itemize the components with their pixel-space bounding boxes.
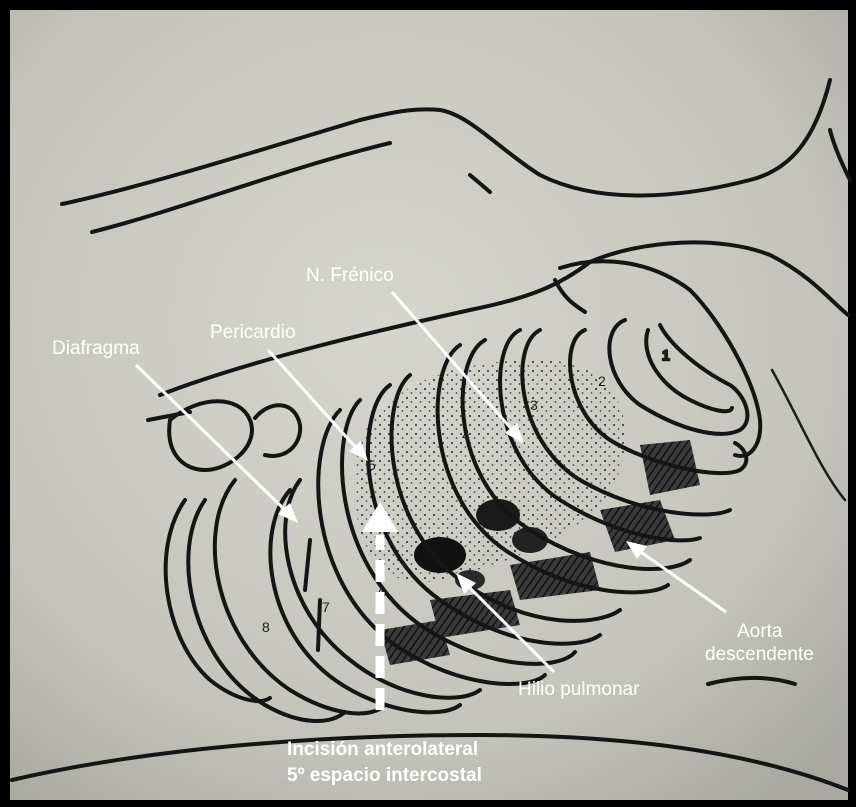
rib-number-4: 4 bbox=[462, 427, 470, 443]
label-hilio: Hilio pulmonar bbox=[518, 679, 640, 700]
rib-number-3: 3 bbox=[530, 397, 538, 413]
label-diafragma: Diafragma bbox=[52, 338, 140, 359]
label-frenico: N. Frénico bbox=[306, 265, 394, 286]
rib-number-1: 1 bbox=[662, 347, 670, 363]
rib-number-2: 2 bbox=[598, 373, 606, 389]
label-incision-line2: 5º espacio intercostal bbox=[287, 765, 482, 786]
label-incision-line1: Incisión anterolateral bbox=[287, 739, 478, 760]
label-pericardio: Pericardio bbox=[210, 322, 296, 343]
rib-number-7: 7 bbox=[322, 599, 330, 615]
rib-number-8: 8 bbox=[262, 619, 270, 635]
label-aorta-line1: Aorta bbox=[737, 621, 783, 642]
rib-number-5: 5 bbox=[368, 457, 376, 473]
label-aorta-line2: descendente bbox=[705, 644, 814, 665]
